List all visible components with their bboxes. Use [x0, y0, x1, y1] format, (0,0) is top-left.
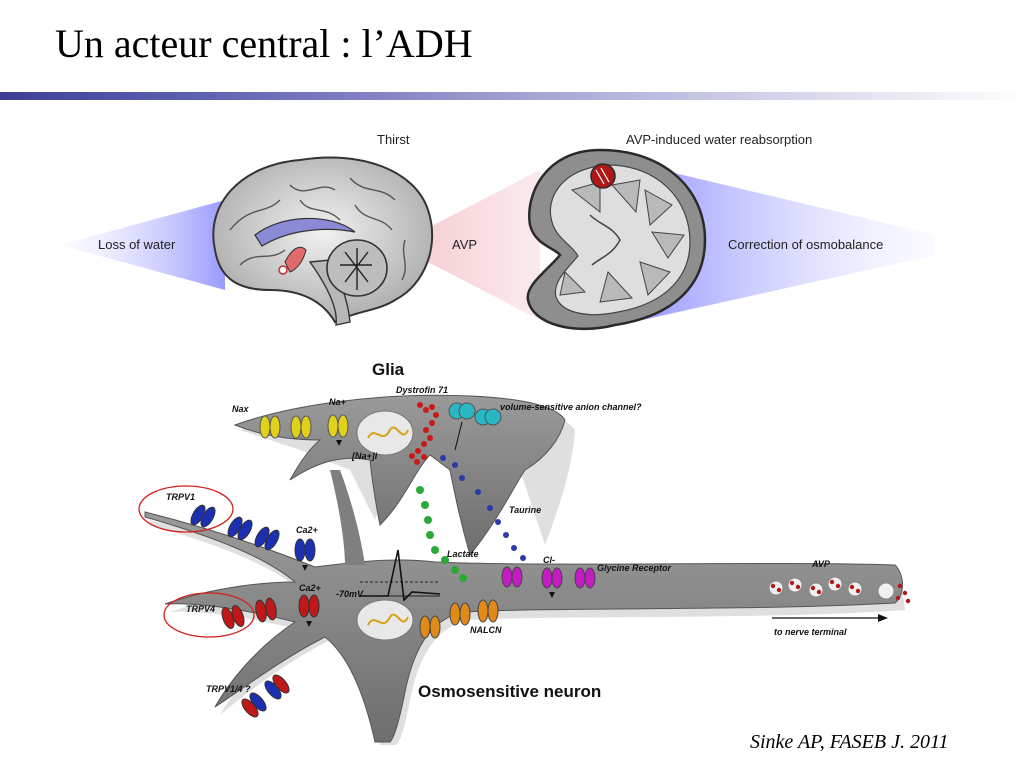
lactate-label: Lactate	[447, 549, 479, 559]
glia-cell	[233, 394, 566, 557]
top-panel: Thirst AVP-induced water reabsorption Lo…	[60, 132, 935, 331]
trpv14-channels	[241, 674, 290, 718]
nax-channels	[259, 414, 349, 439]
na-i-label: [Na+]i	[351, 451, 378, 461]
avp-label: AVP	[452, 237, 477, 252]
osmosensitive-neuron-label: Osmosensitive neuron	[418, 682, 601, 701]
trpv4-label: TRPV4	[186, 604, 215, 614]
trpv1-highlight-circle	[138, 485, 234, 533]
nalcn-channels	[419, 599, 499, 639]
avp-reabsorption-label: AVP-induced water reabsorption	[626, 132, 812, 147]
neuron-dna-icon	[367, 613, 409, 626]
correction-label: Correction of osmobalance	[728, 237, 883, 252]
trpv1-channels	[190, 504, 316, 562]
na-influx-arrow	[336, 440, 342, 446]
nax-label: Nax	[232, 404, 250, 414]
cl-influx-arrow	[549, 592, 555, 598]
trpv1-label: TRPV1	[166, 492, 195, 502]
glycine-receptor-channels	[501, 566, 596, 589]
loss-of-water-label: Loss of water	[98, 237, 176, 252]
avp-granule-label: AVP	[811, 559, 831, 569]
nerve-terminal-arrowhead	[878, 614, 888, 622]
slide-title: Un acteur central : l’ADH	[55, 21, 473, 66]
trpv14-label: TRPV1/4 ?	[206, 684, 251, 694]
dystrofin-chain	[409, 402, 439, 465]
action-potential-trace	[360, 549, 441, 602]
trpv4-highlight-circle	[163, 592, 255, 638]
to-nerve-terminal-label: to nerve terminal	[774, 627, 847, 637]
ca-influx-arrow-1	[302, 565, 308, 571]
lactate-dots	[416, 486, 467, 582]
volume-channel-label: volume-sensitive anion channel?	[500, 402, 642, 412]
trpv4-channels	[221, 594, 320, 629]
membrane-potential-label: -70mV	[336, 589, 364, 599]
vsac-channels	[448, 402, 502, 426]
cl-label: Cl-	[543, 555, 555, 565]
nalcn-label: NALCN	[470, 625, 502, 635]
brain-illustration	[212, 156, 434, 326]
kidney-illustration	[526, 148, 707, 331]
na-plus-label: Na+	[329, 397, 347, 407]
correction-beam	[620, 160, 935, 325]
vsac-arrow	[454, 421, 463, 451]
glia-label: Glia	[372, 360, 405, 379]
neuron-cell	[144, 511, 903, 743]
glia-dna-icon	[367, 426, 409, 439]
citation: Sinke AP, FASEB J. 2011	[750, 731, 949, 753]
neuron-nucleus	[356, 599, 414, 641]
glia-nucleus	[356, 410, 414, 456]
avp-beam	[395, 170, 540, 320]
bottom-panel: Glia Dystrofin 71 volume-sensitive anion…	[138, 360, 911, 745]
ca-label-2: Ca2+	[299, 583, 322, 593]
avp-granules	[768, 576, 911, 604]
ca-influx-arrow-2	[306, 621, 312, 627]
glia-neuron-process	[330, 470, 365, 565]
title-underline	[0, 92, 1024, 100]
dystrofin-label: Dystrofin 71	[396, 385, 448, 395]
taurine-dots	[440, 455, 526, 561]
loss-of-water-beam	[60, 200, 225, 290]
glycine-label: Glycine Receptor	[597, 563, 672, 573]
taurine-label: Taurine	[509, 505, 541, 515]
thirst-label: Thirst	[377, 132, 410, 147]
ca-label-1: Ca2+	[296, 525, 319, 535]
